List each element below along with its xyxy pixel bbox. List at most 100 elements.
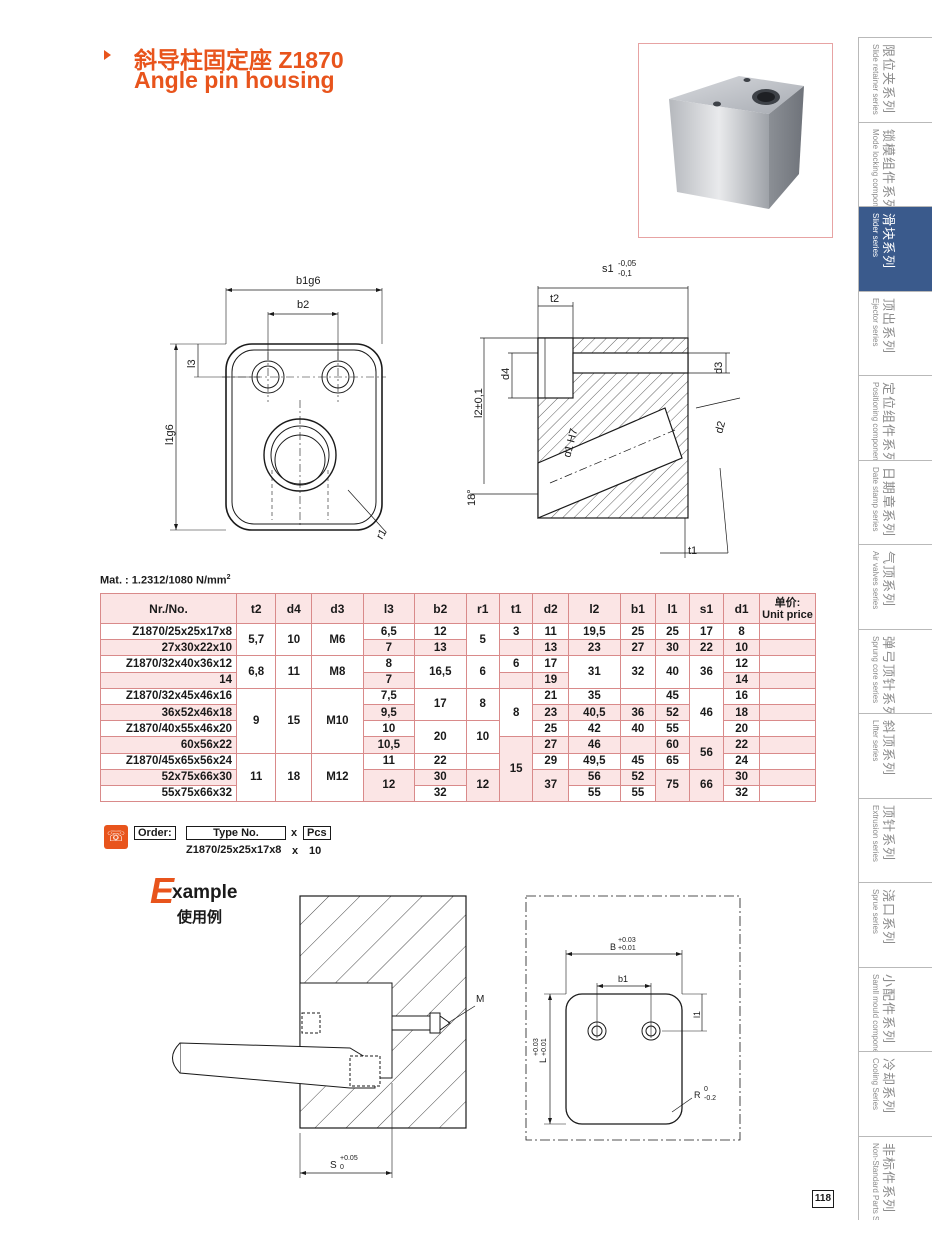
cell-nr: 14 [100,671,237,689]
cell-l2: 31 [568,655,621,689]
example-pocket-drawing: B +0.03 +0.01 b1 l1 L +0.03 +0.01 R 0 -0… [525,895,741,1141]
cell-l2: 56 [568,768,621,786]
cell-l3: 11 [362,752,416,770]
type-no-label: Type No. [186,826,286,840]
col-header-l1: l1 [655,593,690,624]
table-row: Z1870/45x65x56x24 11 18 M12 11 22 29 49,… [100,752,816,803]
cell-d1: 8 [723,622,760,641]
pcs-label: Pcs [303,826,331,840]
table-row: Z1870/25x25x17x8 5,7 10 M6 6,5 12 5 3 11… [100,622,816,657]
cell-l3: 9,5 [362,703,416,722]
cell-nr: Z1870/32x40x36x12 [100,655,237,673]
example-heading-cn: 使用例 [177,909,223,926]
cell-d1: 12 [723,655,760,673]
cell-d2: 21 [532,687,570,705]
label-t2: t2 [550,293,559,305]
cell-nr: 55x75x66x32 [100,784,237,803]
cell-t2: 9 [235,687,277,754]
cell-nr: 60x56x22 [100,736,237,754]
label-b-tol-lower: +0.01 [618,945,636,952]
cell-b2: 16,5 [414,655,467,689]
cell-d1: 16 [723,687,760,705]
cell-price [759,768,816,786]
cell-price [759,784,816,803]
col-header-l3: l3 [362,593,416,624]
cell-d2: 17 [532,655,570,673]
col-header-price: 单价:Unit price [759,593,816,624]
cell-l2: 42 [568,720,621,738]
cell-d3: M6 [311,622,364,657]
page-title-en: Angle pin housing [134,67,335,93]
cell-r1: 12 [465,768,500,803]
cell-d2: 37 [532,768,570,803]
cell-l1: 30 [655,639,690,657]
cell-r1: 5 [465,622,500,657]
cell-t1: 15 [498,736,534,803]
label-l-tol-upper: +0.03 [533,1038,540,1056]
cell-d2: 11 [532,622,570,641]
cell-l2: 23 [568,639,621,657]
cell-nr: 27x30x22x10 [100,639,237,657]
col-header-r1: r1 [465,593,500,624]
cell-r1 [465,752,500,770]
cell-l2: 35 [568,687,621,705]
order-example-qty: 10 [309,845,322,857]
label-s: S [330,1160,337,1171]
cell-d1: 20 [723,720,760,738]
cell-s1: 36 [688,655,725,689]
label-s-tol: +0.05 [340,1155,358,1162]
example-initial: E [150,870,175,911]
cell-price [759,687,816,705]
cell-l1: 45 [655,687,690,705]
cell-b1: 27 [619,639,657,657]
label-b1g6: b1g6 [296,275,320,287]
label-l1: l1 [692,1011,702,1018]
cell-d2: 29 [532,752,570,770]
label-b: B [610,942,616,952]
cell-t2: 6,8 [235,655,277,689]
cell-l3: 6,5 [362,622,416,641]
cell-l3: 10 [362,720,416,738]
cell-b1: 36 [619,703,657,722]
spec-table: Nr./No. t2 d4 d3 l3 b2 r1 t1 d2 l2 b1 l1… [100,593,816,803]
col-header-t2: t2 [235,593,277,624]
label-r-tol-lower: -0.2 [704,1095,716,1102]
cell-r1: 8 [465,687,500,722]
cell-b1 [619,687,657,705]
cell-r1: 6 [465,655,500,689]
cell-s1: 56 [688,736,725,770]
table-row: 55x75x66x32 32 55 55 32 [100,784,816,803]
cell-b1 [619,736,657,754]
example-heading: xample [172,882,238,903]
cell-d4: 10 [275,622,313,657]
cell-d4: 18 [275,752,313,803]
order-label: Order: [134,826,176,840]
cell-t2: 11 [235,752,277,803]
cell-l3: 7 [362,639,416,657]
cell-s1: 22 [688,639,725,657]
cell-d4: 11 [275,655,313,689]
cell-l2: 19,5 [568,622,621,641]
table-row: Z1870/40x55x46x20 10 20 10 25 42 40 55 2… [100,720,816,754]
col-header-d3: d3 [311,593,364,624]
cell-b1: 55 [619,784,657,803]
cell-d1: 30 [723,768,760,786]
label-l1g6: l1g6 [164,424,176,445]
product-photo [638,43,833,238]
cell-price [759,639,816,657]
cell-s1: 17 [688,622,725,641]
